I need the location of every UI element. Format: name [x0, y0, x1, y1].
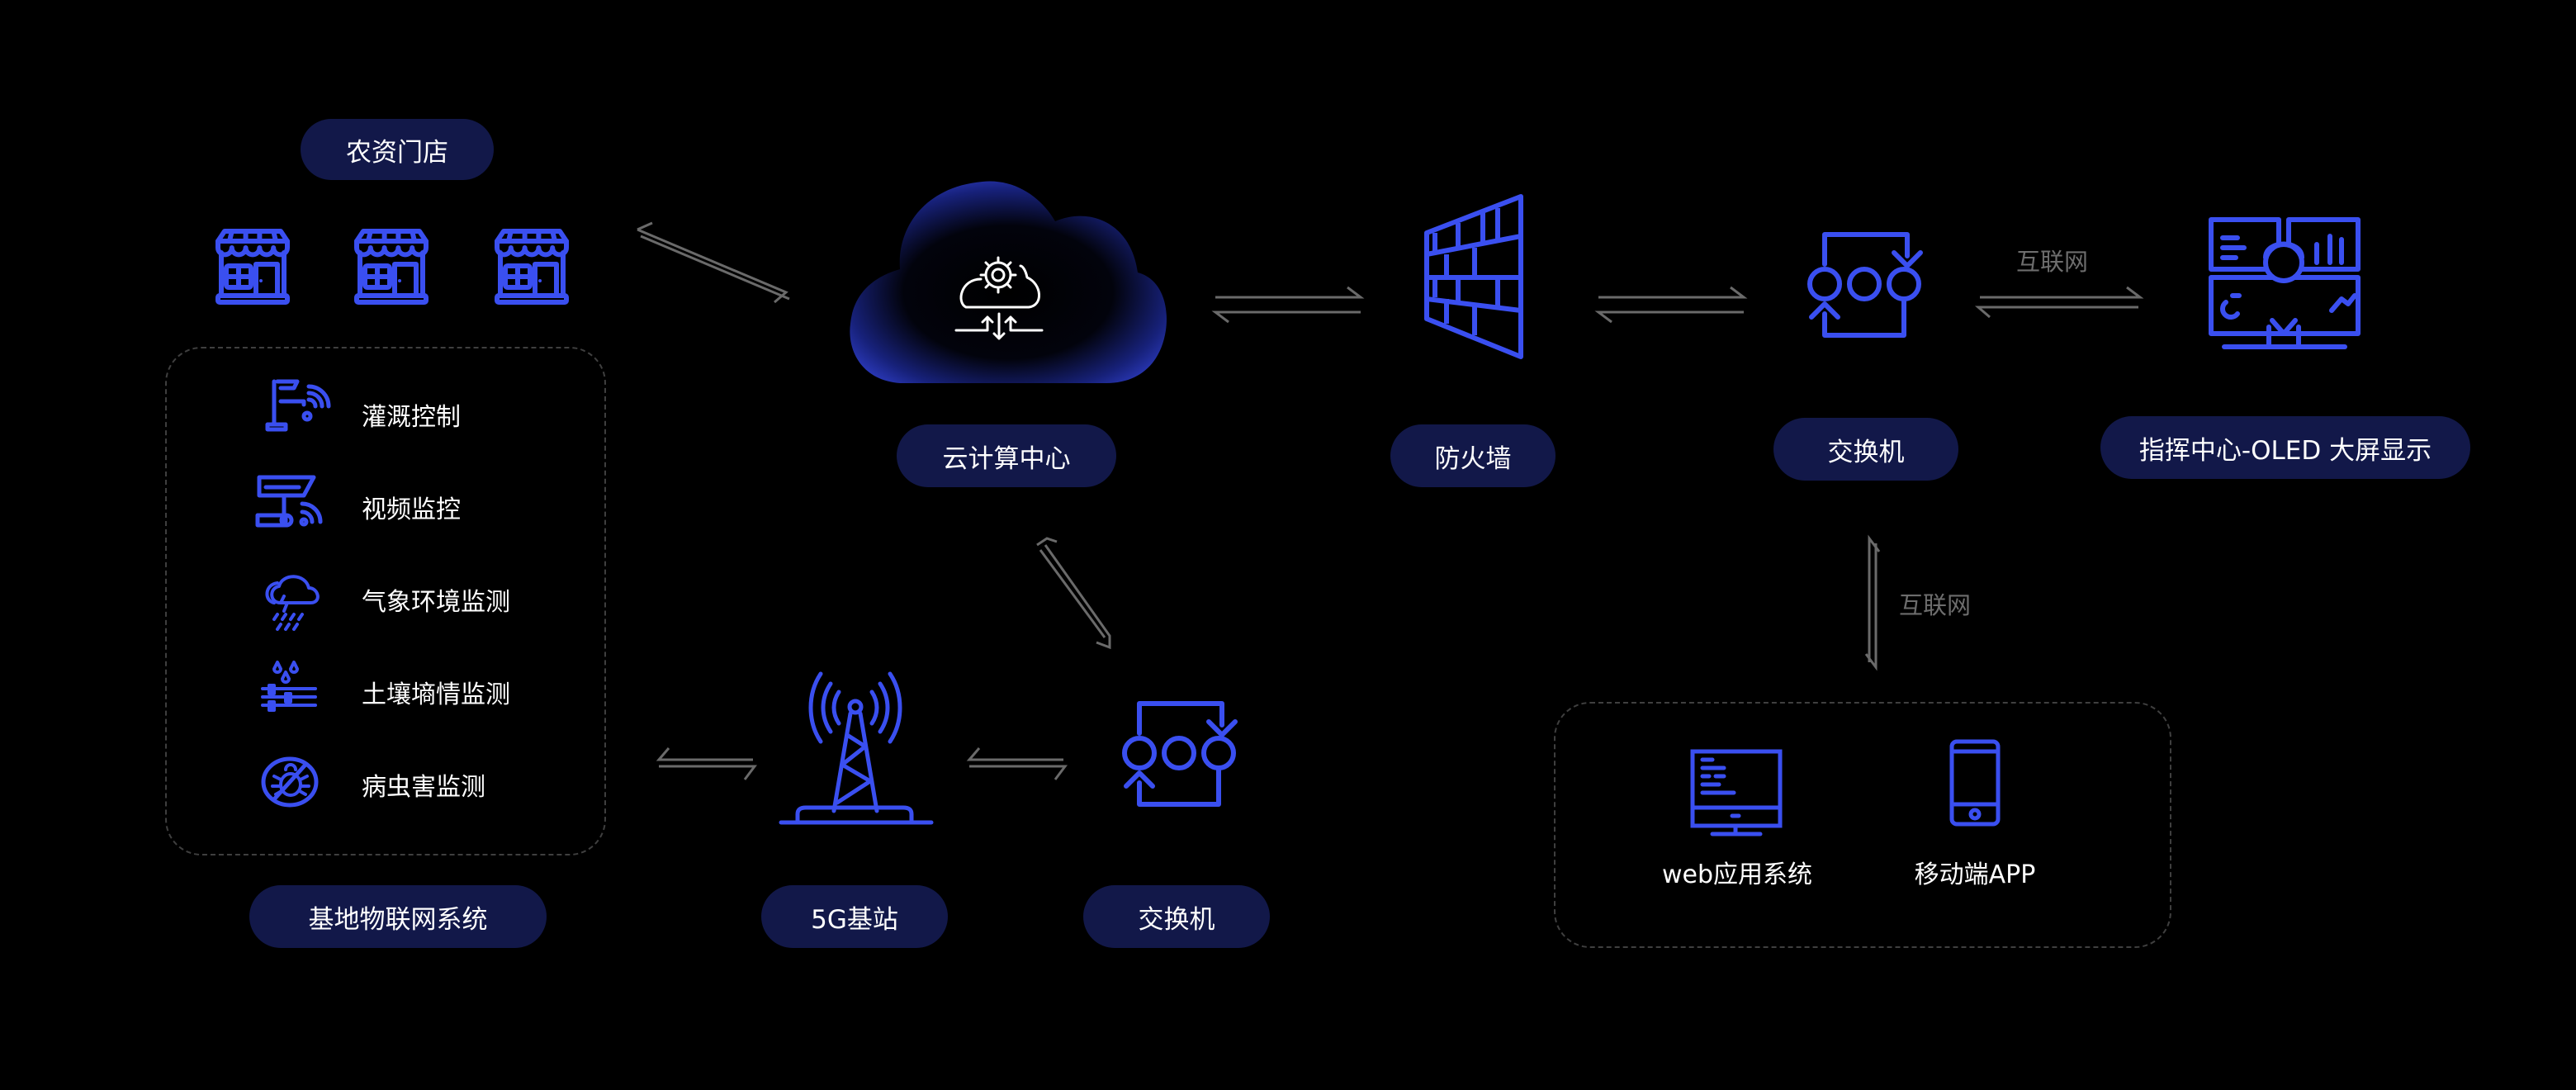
connection-label-internet-vertical: 互联网	[1899, 591, 1972, 619]
store-icon	[497, 231, 566, 302]
command-center-display-icon	[2209, 217, 2361, 349]
cloud-label: 云计算中心	[942, 443, 1071, 474]
connection-label-internet-top: 互联网	[2016, 248, 2089, 276]
iot-item-pest: 病虫害监测	[362, 773, 485, 802]
iot-item-soil: 土壤墒情监测	[362, 680, 510, 709]
arrow-switch-command	[1974, 286, 2144, 319]
firewall-pill: 防火墙	[1390, 424, 1556, 487]
cell-tower-icon	[779, 671, 934, 825]
firewall-label: 防火墙	[1434, 443, 1512, 474]
arrow-cloud-firewall	[1211, 286, 1365, 324]
arrow-iot-tower	[656, 747, 757, 780]
switch-top-label: 交换机	[1827, 437, 1905, 467]
switch-top-pill: 交换机	[1773, 418, 1958, 481]
iot-item-video: 视频监控	[362, 495, 461, 524]
stores-pill: 农资门店	[301, 119, 494, 180]
clients-container	[1554, 702, 2171, 948]
cloud-pill: 云计算中心	[897, 424, 1116, 487]
store-icon	[357, 231, 426, 302]
network-switch-icon	[1125, 704, 1235, 804]
firewall-brick-icon	[1424, 194, 1523, 359]
arrow-firewall-switch	[1594, 286, 1748, 324]
base-station-label: 5G基站	[811, 904, 898, 935]
command-center-pill: 指挥中心-OLED 大屏显示	[2100, 416, 2470, 479]
arrow-tower-switch	[966, 747, 1068, 780]
iot-system-pill: 基地物联网系统	[249, 885, 547, 948]
pest-bug-icon	[261, 756, 319, 808]
command-center-label: 指挥中心-OLED 大屏显示	[2138, 435, 2432, 466]
cloud-gear-icon	[954, 256, 1044, 340]
surveillance-camera-icon	[255, 475, 323, 528]
client-mobile-label: 移动端APP	[1914, 860, 2036, 889]
arrow-cloud-switch-bottom	[1036, 537, 1111, 650]
network-switch-icon	[1810, 235, 1920, 335]
iot-item-weather: 气象环境监测	[362, 588, 510, 617]
arrow-switch-clients	[1864, 534, 1881, 671]
soil-moisture-icon	[261, 661, 317, 712]
switch-bottom-pill: 交换机	[1083, 885, 1270, 948]
mobile-phone-icon	[1949, 739, 2001, 827]
arrow-stores-cloud	[637, 221, 790, 304]
iot-system-container	[165, 347, 606, 855]
irrigation-faucet-icon	[265, 379, 331, 432]
iot-item-irrigation: 灌溉控制	[362, 403, 461, 432]
client-web-label: web应用系统	[1661, 860, 1813, 889]
iot-system-label: 基地物联网系统	[308, 904, 488, 935]
desktop-monitor-icon	[1690, 749, 1783, 836]
base-station-pill: 5G基站	[761, 885, 948, 948]
store-icon	[218, 231, 287, 302]
stores-label: 农资门店	[346, 137, 448, 168]
weather-storm-icon	[265, 575, 320, 631]
switch-bottom-label: 交换机	[1138, 904, 1215, 935]
